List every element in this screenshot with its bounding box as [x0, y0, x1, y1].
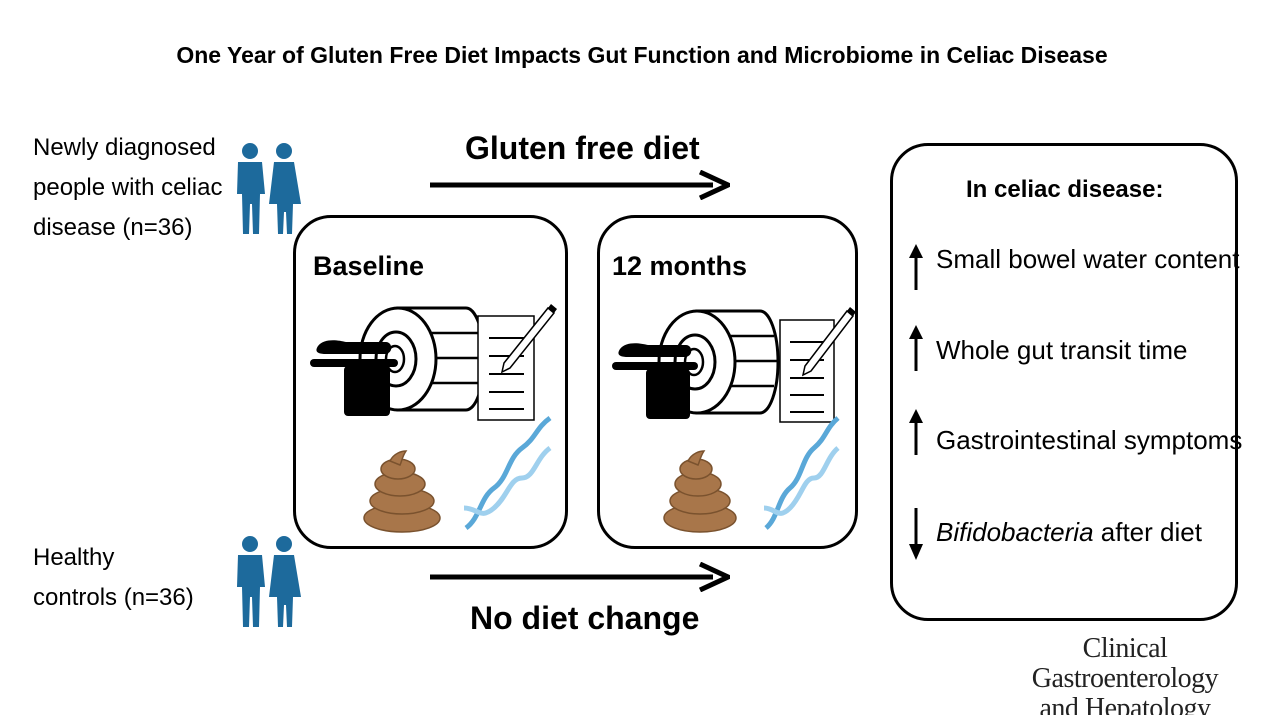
baseline-label: Baseline — [313, 251, 425, 281]
findings-heading: In celiac disease: — [966, 176, 1164, 203]
finding-text: after diet — [1093, 517, 1202, 547]
questionnaire-icon — [477, 304, 557, 421]
dna-icon — [763, 416, 840, 530]
journal-name-line: Clinical Gastroenterology — [1031, 633, 1219, 694]
right-arrow-icon — [430, 170, 730, 200]
questionnaire-icon — [779, 307, 856, 423]
people-icon — [237, 536, 301, 627]
mri-scanner-icon — [612, 309, 780, 419]
no-diet-change-label: No diet change — [470, 600, 700, 636]
controls-group-label: Healthy controls (n=36) — [33, 538, 194, 618]
up-arrow-icon — [909, 244, 923, 290]
up-arrow-icon — [909, 325, 923, 371]
twelve-months-label: 12 months — [612, 251, 748, 281]
controls-label-line: controls (n=36) — [33, 584, 194, 611]
assessment-icons — [310, 304, 557, 533]
mri-scanner-icon — [310, 306, 486, 416]
celiac-group-label: Newly diagnosed people with celiac disea… — [33, 128, 222, 248]
finding-item: Bifidobacteria after diet — [936, 517, 1202, 548]
dna-icon — [463, 415, 552, 531]
findings-panel — [890, 143, 1238, 621]
celiac-label-line: people with celiac — [33, 174, 223, 201]
finding-item: Whole gut transit time — [936, 335, 1188, 365]
stool-sample-icon — [363, 450, 441, 533]
finding-item: Gastrointestinal symptoms — [936, 425, 1243, 455]
celiac-label-line: disease (n=36) — [33, 214, 193, 241]
people-icon — [237, 143, 301, 234]
journal-name-line: and Hepatology — [1039, 693, 1211, 715]
down-arrow-icon — [909, 508, 923, 560]
controls-label-line: Healthy — [33, 544, 115, 571]
gluten-free-diet-label: Gluten free diet — [465, 130, 700, 166]
bifidobacteria-term: Bifidobacteria — [936, 517, 1094, 547]
up-arrow-icon — [909, 409, 923, 455]
baseline-panel: Baseline — [293, 215, 568, 549]
right-arrow-icon — [430, 562, 730, 592]
celiac-label-line: Newly diagnosed — [33, 134, 216, 161]
stool-sample-icon — [663, 450, 737, 533]
journal-logo: Clinical Gastroenterology and Hepatology — [990, 634, 1260, 715]
twelve-months-panel: 12 months — [597, 215, 858, 549]
assessment-icons — [612, 307, 856, 533]
finding-item: Small bowel water content — [936, 244, 1240, 274]
figure-title: One Year of Gluten Free Diet Impacts Gut… — [176, 42, 1108, 68]
